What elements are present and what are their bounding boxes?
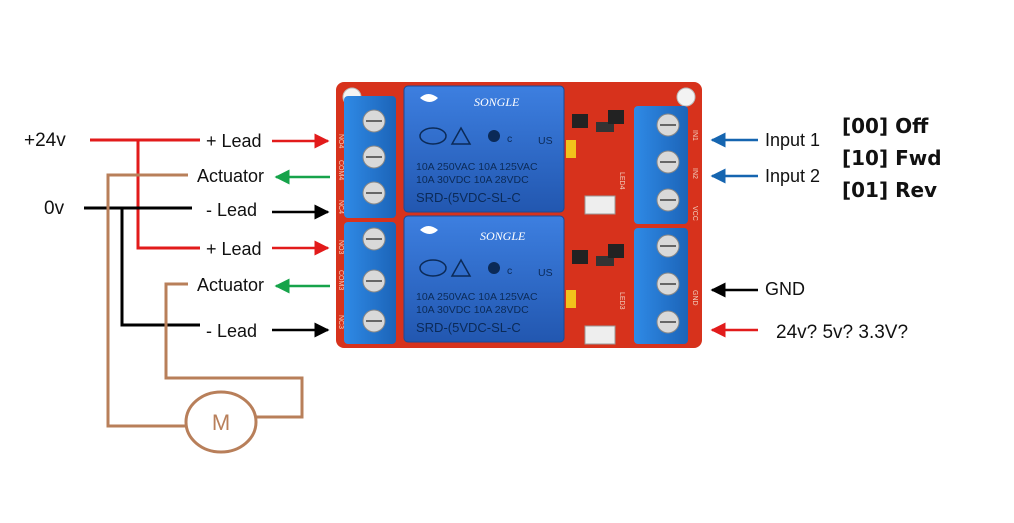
relay-bottom: SONGLE c US 10A 250VAC 10A 125VAC 10A 30… xyxy=(403,215,565,343)
pcb-label-no3: NO3 xyxy=(337,240,344,255)
pcb-label-nc3: NC3 xyxy=(337,315,344,329)
vcc-question-label: 24v? 5v? 3.3V? xyxy=(776,322,908,343)
relay-bottom-brand: SONGLE xyxy=(480,229,526,243)
cqc-mark-icon xyxy=(419,127,447,145)
negative-supply-wiring xyxy=(84,206,200,327)
motor-icon xyxy=(184,390,258,454)
supply-negative-label: 0v xyxy=(44,198,65,219)
songle-logo-icon xyxy=(420,94,438,102)
left-terminal-block-bottom xyxy=(344,222,396,344)
lead-pos-2-label: + Lead xyxy=(206,239,262,259)
pcb-label-in1: IN1 xyxy=(691,130,698,141)
warning-triangle-icon xyxy=(450,258,472,277)
mount-hole xyxy=(676,87,696,107)
ul-mark-top: US xyxy=(538,135,553,147)
pcb-label-gnd: GND xyxy=(691,290,698,306)
relay-top-brand: SONGLE xyxy=(474,95,520,109)
relay-top-cert: c xyxy=(507,133,512,145)
relay-top-rating-2: 10A 30VDC 10A 28VDC xyxy=(416,174,529,186)
pcb-label-com3: COM3 xyxy=(337,270,344,290)
relay-pin-dot xyxy=(488,130,500,142)
relay-bottom-cert: c xyxy=(507,265,512,277)
actuator-1-label: Actuator xyxy=(197,166,264,186)
motor-label: M xyxy=(212,410,230,435)
supply-positive-label: +24v xyxy=(24,130,66,151)
relay-top-rating-1: 10A 250VAC 10A 125VAC xyxy=(416,161,538,173)
pcb-components xyxy=(566,110,624,345)
relay-module-board: NO4 COM4 NC4 NO3 COM3 NC3 SONGLE c US 10… xyxy=(336,82,702,348)
pcb-label-in2: IN2 xyxy=(691,168,698,179)
right-terminal-block-top xyxy=(634,106,688,224)
right-terminal-block-bottom xyxy=(634,228,688,344)
relay-top: SONGLE c US 10A 250VAC 10A 125VAC 10A 30… xyxy=(403,85,565,213)
relay-bottom-model: SRD-(5VDC-SL-C xyxy=(416,320,521,335)
led3-label: LED3 xyxy=(618,292,625,310)
relay-pin-dot xyxy=(488,262,500,274)
led4-label: LED4 xyxy=(618,172,625,190)
lead-pos-1-label: + Lead xyxy=(206,131,262,151)
pcb-label-vcc: VCC xyxy=(691,206,698,221)
relay-bottom-rating-2: 10A 30VDC 10A 28VDC xyxy=(416,304,529,316)
input-1-label: Input 1 xyxy=(765,130,820,150)
lead-neg-2-label: - Lead xyxy=(206,321,257,341)
truth-row-fwd: [10] Fwd xyxy=(842,146,942,170)
pcb-label-nc4: NC4 xyxy=(337,200,344,214)
cqc-mark-icon xyxy=(419,259,447,277)
songle-logo-icon xyxy=(420,226,438,234)
pcb-label-com4: COM4 xyxy=(337,160,344,180)
pcb-label-no4: NO4 xyxy=(337,134,344,149)
truth-row-off: [00] Off xyxy=(842,114,929,138)
actuator-wiring xyxy=(106,173,304,428)
relay-bottom-rating-1: 10A 250VAC 10A 125VAC xyxy=(416,291,538,303)
input-2-label: Input 2 xyxy=(765,166,820,186)
left-terminal-block-top xyxy=(344,96,396,218)
ul-mark-bottom: US xyxy=(538,267,553,279)
warning-triangle-icon xyxy=(450,126,472,145)
truth-row-rev: [01] Rev xyxy=(842,178,937,202)
gnd-label: GND xyxy=(765,279,805,299)
relay-top-model: SRD-(5VDC-SL-C xyxy=(416,190,521,205)
actuator-2-label: Actuator xyxy=(197,275,264,295)
lead-neg-1-label: - Lead xyxy=(206,200,257,220)
